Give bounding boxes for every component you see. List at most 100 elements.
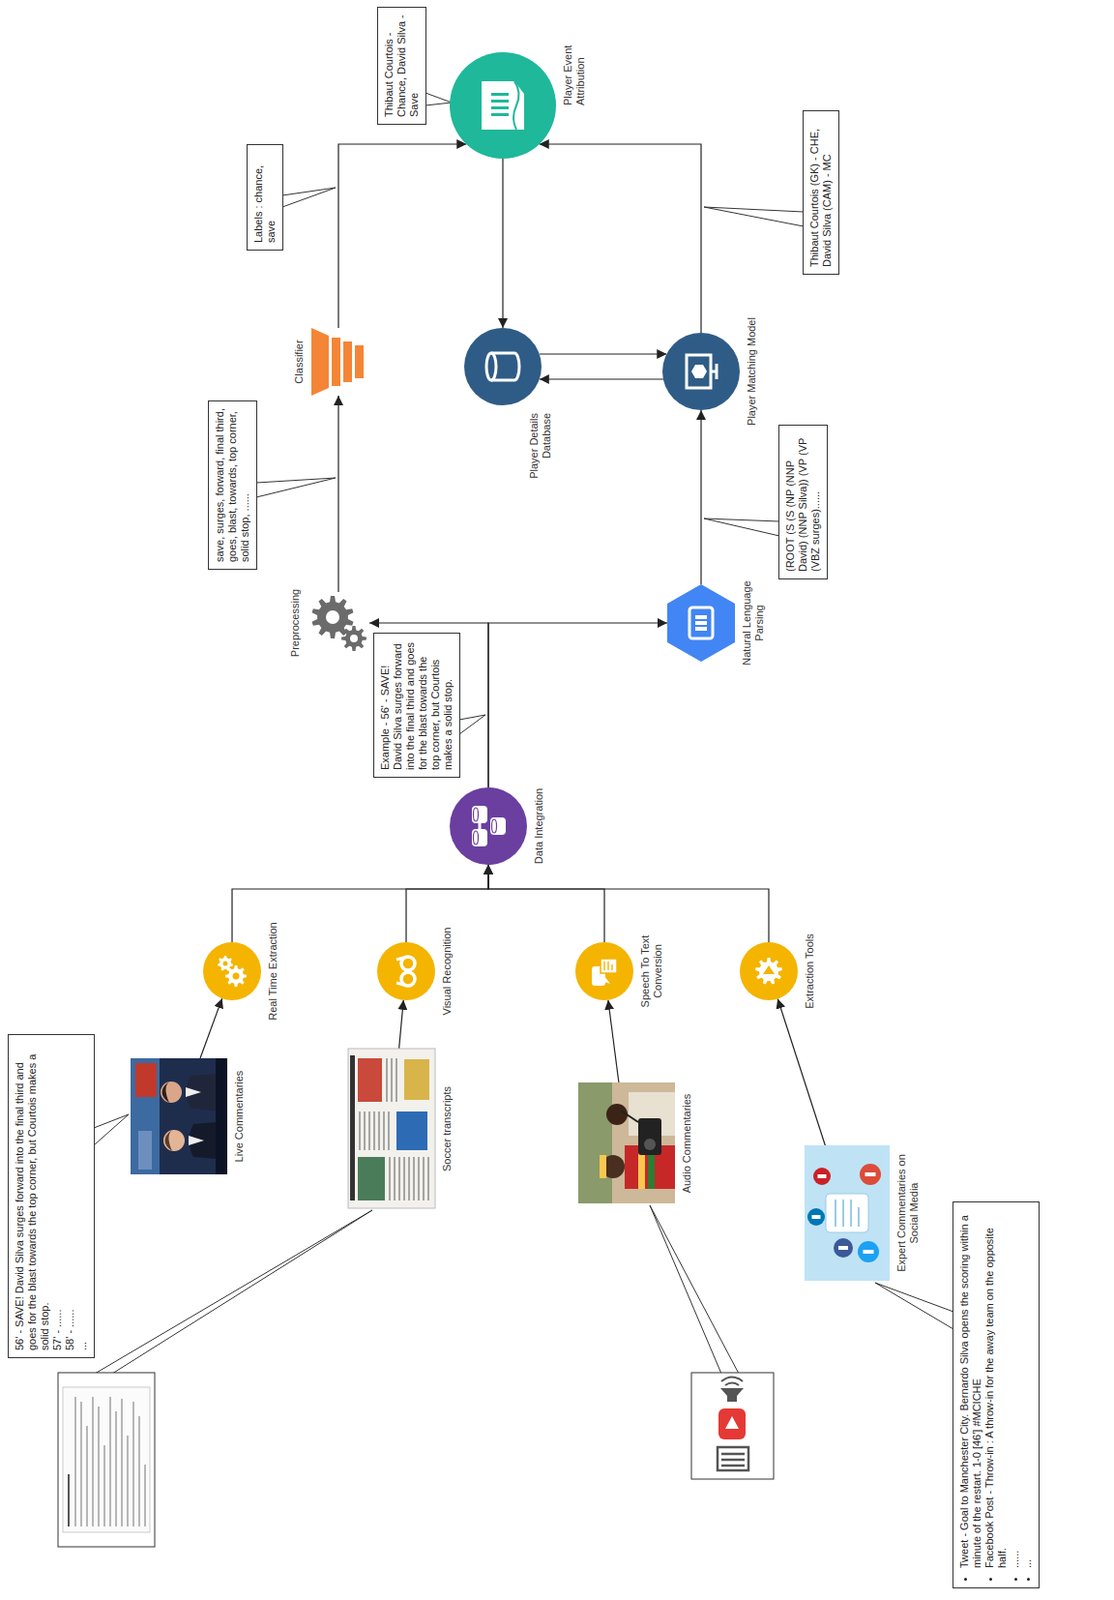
callout-pointer xyxy=(94,1209,373,1374)
audio-icon-box xyxy=(691,1372,774,1479)
radio-antenna xyxy=(620,1111,639,1123)
cylinder-icon xyxy=(490,817,506,835)
text-sheet xyxy=(600,958,617,973)
social-icon xyxy=(813,1167,831,1185)
callout-text: ... xyxy=(1021,1208,1034,1568)
social-icon xyxy=(833,1237,853,1258)
social-device-lines xyxy=(835,1199,859,1227)
node-label: Speech To Text Conversion xyxy=(639,922,665,1020)
document-fold xyxy=(513,81,520,130)
presenter-hair xyxy=(165,1129,174,1151)
node-label: Audio Commentaries xyxy=(680,1070,694,1216)
document-bar xyxy=(491,106,509,110)
flow-arrow xyxy=(338,144,467,328)
social-ground xyxy=(804,1144,890,1281)
flow-arrow xyxy=(200,997,223,1058)
node-label: Extraction Tools xyxy=(803,908,817,1034)
callout-pointer xyxy=(256,477,336,498)
flow-arrow xyxy=(700,410,702,585)
social-icon-mark xyxy=(865,1172,877,1176)
flow-arrow xyxy=(488,622,668,788)
paper-photo xyxy=(357,1157,385,1202)
audio-commentary-photo: Audio Commentaries xyxy=(578,1083,675,1204)
commentary-callout: 56' - SAVE! David Silva surges forward i… xyxy=(7,1033,95,1358)
node-shape xyxy=(449,787,528,865)
database-circle: Player Details Database xyxy=(464,327,542,406)
model-circle: Player Matching Model xyxy=(662,332,740,411)
node-label: Real Time Extraction xyxy=(266,908,280,1034)
callout-pointer xyxy=(875,1282,954,1329)
node-shape xyxy=(575,941,634,1000)
thumbnail-page xyxy=(62,1386,150,1532)
integration-circle: Data Integration xyxy=(449,787,528,865)
cylinder-top xyxy=(492,819,498,833)
node-circle xyxy=(575,941,634,1000)
node-label: Data Integration xyxy=(532,767,546,884)
cylinder-icon xyxy=(471,805,488,823)
node-circle xyxy=(449,787,528,865)
node-circle xyxy=(464,327,542,406)
callout-pointers xyxy=(93,92,954,1329)
tool-circle: Extraction Tools xyxy=(739,941,798,1000)
presenter-head xyxy=(160,1081,182,1103)
radio-speaker xyxy=(644,1139,656,1151)
gear-icon xyxy=(217,955,234,971)
example-callout: Example - 56' - SAVE! David Silva surges… xyxy=(373,632,461,778)
node-shape xyxy=(348,1049,436,1209)
attribution-circle: Player Event Attribution xyxy=(449,52,557,159)
node-label: Soccer transcripts xyxy=(440,1055,454,1202)
sound-waves xyxy=(721,1377,743,1386)
node-circle xyxy=(203,941,262,1000)
callout-pointer xyxy=(703,518,780,536)
social-icon xyxy=(807,1207,825,1226)
presenter-shirt xyxy=(188,1135,205,1145)
social-icon-mark xyxy=(818,1173,827,1178)
callout-text: Thibaut Courtois -Chance, David Silva - … xyxy=(382,14,421,118)
node-circle xyxy=(739,941,798,1000)
tool-circle: Speech To Text Conversion xyxy=(575,941,634,1000)
preprocessing-gears: Preprocessing xyxy=(307,591,370,654)
text-sheet-lines xyxy=(604,961,613,970)
document-icon xyxy=(481,81,525,130)
callout-pointer xyxy=(703,206,804,227)
callout-text: ... xyxy=(76,1041,89,1350)
node-label: Player Matching Model xyxy=(745,313,759,430)
connectors xyxy=(200,144,825,1145)
audio-file-icon xyxy=(717,1446,749,1470)
paper-photo xyxy=(396,1112,428,1151)
lens-arms xyxy=(396,956,408,986)
parser-bar xyxy=(695,626,707,631)
classifier-top xyxy=(311,327,329,396)
flow-arrow xyxy=(608,999,619,1083)
studio-panel xyxy=(138,1130,152,1170)
node-label: Classifier xyxy=(293,313,306,411)
callout-text: 58' - ...... xyxy=(63,1041,77,1350)
node-shape xyxy=(449,52,557,159)
classifier-layer xyxy=(331,337,341,386)
presenter-head xyxy=(163,1129,185,1151)
audio-icons xyxy=(649,1204,774,1479)
node-label: Player Event Attribution xyxy=(561,13,587,106)
parser-bar xyxy=(695,615,707,619)
parser-frame xyxy=(689,607,713,639)
flow-arrow xyxy=(501,158,503,328)
callout-pointer xyxy=(425,92,452,106)
node-shape xyxy=(804,1144,890,1281)
node-label: Expert Commentaries on Social Media xyxy=(895,1140,921,1286)
paper-photo xyxy=(357,1058,382,1103)
cube-icon xyxy=(691,364,707,379)
paper-columns xyxy=(359,1058,429,1202)
attribution-callout: Thibaut Courtois -Chance, David Silva - … xyxy=(377,6,427,125)
callout-text: 56' - SAVE! David Silva surges forward i… xyxy=(13,1041,52,1350)
callout-text: ...... xyxy=(1008,1208,1022,1568)
node-shape xyxy=(667,584,735,662)
studio-desk xyxy=(215,1057,228,1174)
social-icon xyxy=(857,1240,880,1262)
label-callout: Labels : chance, save xyxy=(246,144,284,251)
gear-hole xyxy=(350,634,358,643)
flow-arrow xyxy=(369,622,489,788)
cylinder-link xyxy=(478,822,482,829)
social-icon-mark xyxy=(863,1249,875,1254)
